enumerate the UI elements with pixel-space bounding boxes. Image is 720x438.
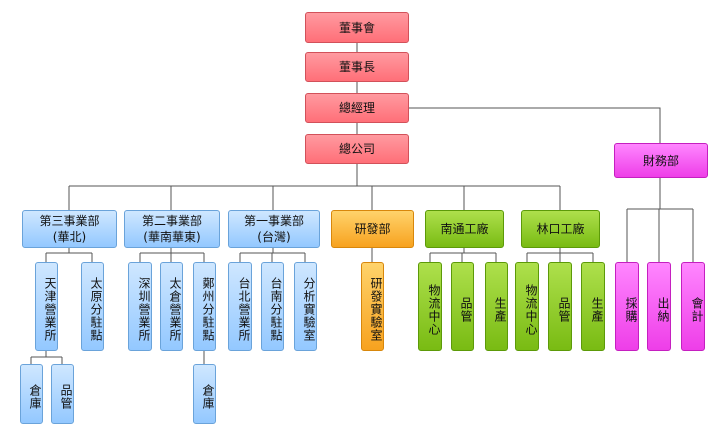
third-division-qc-box: 品管 — [51, 364, 74, 424]
tainan-liaison-point-box: 台南分駐點 — [261, 262, 284, 351]
nantong-production-box: 生產 — [485, 262, 508, 351]
shenzhen-sales-office-box: 深圳營業所 — [128, 262, 152, 351]
first-division-box: 第一事業部 (台灣) — [228, 210, 320, 248]
cashier-box: 出納 — [647, 262, 671, 351]
nantong-factory-box: 南通工廠 — [425, 210, 504, 248]
purchasing-box: 採購 — [615, 262, 639, 351]
linkou-logistics-center-box: 物流中心 — [515, 262, 539, 351]
chairman-box: 董事長 — [305, 52, 409, 82]
taicang-sales-office-box: 太倉營業所 — [160, 262, 183, 351]
second-division-warehouse-box: 倉庫 — [193, 364, 216, 424]
general-manager-box: 總經理 — [305, 93, 409, 123]
nantong-qc-box: 品管 — [451, 262, 474, 351]
linkou-qc-box: 品管 — [548, 262, 572, 351]
taipei-sales-office-box: 台北營業所 — [228, 262, 252, 351]
head-office-box: 總公司 — [305, 134, 409, 164]
analysis-lab-box: 分析實驗室 — [294, 262, 317, 351]
accounting-box: 會計 — [681, 262, 705, 351]
tianjin-sales-office-box: 天津營業所 — [35, 262, 58, 351]
third-division-box: 第三事業部 (華北) — [22, 210, 117, 248]
rnd-department-box: 研發部 — [331, 210, 414, 248]
board-of-directors-box: 董事會 — [305, 12, 409, 43]
third-division-warehouse-box: 倉庫 — [20, 364, 43, 424]
finance-department-box: 財務部 — [614, 143, 708, 178]
linkou-production-box: 生產 — [581, 262, 605, 351]
taiyuan-liaison-point-box: 太原分駐點 — [81, 262, 104, 351]
nantong-logistics-center-box: 物流中心 — [418, 262, 442, 351]
zhengzhou-liaison-point-box: 鄭州分駐點 — [193, 262, 216, 351]
rnd-lab-box: 研發實驗室 — [361, 262, 384, 351]
second-division-box: 第二事業部 (華南華東) — [124, 210, 220, 248]
linkou-factory-box: 林口工廠 — [521, 210, 600, 248]
